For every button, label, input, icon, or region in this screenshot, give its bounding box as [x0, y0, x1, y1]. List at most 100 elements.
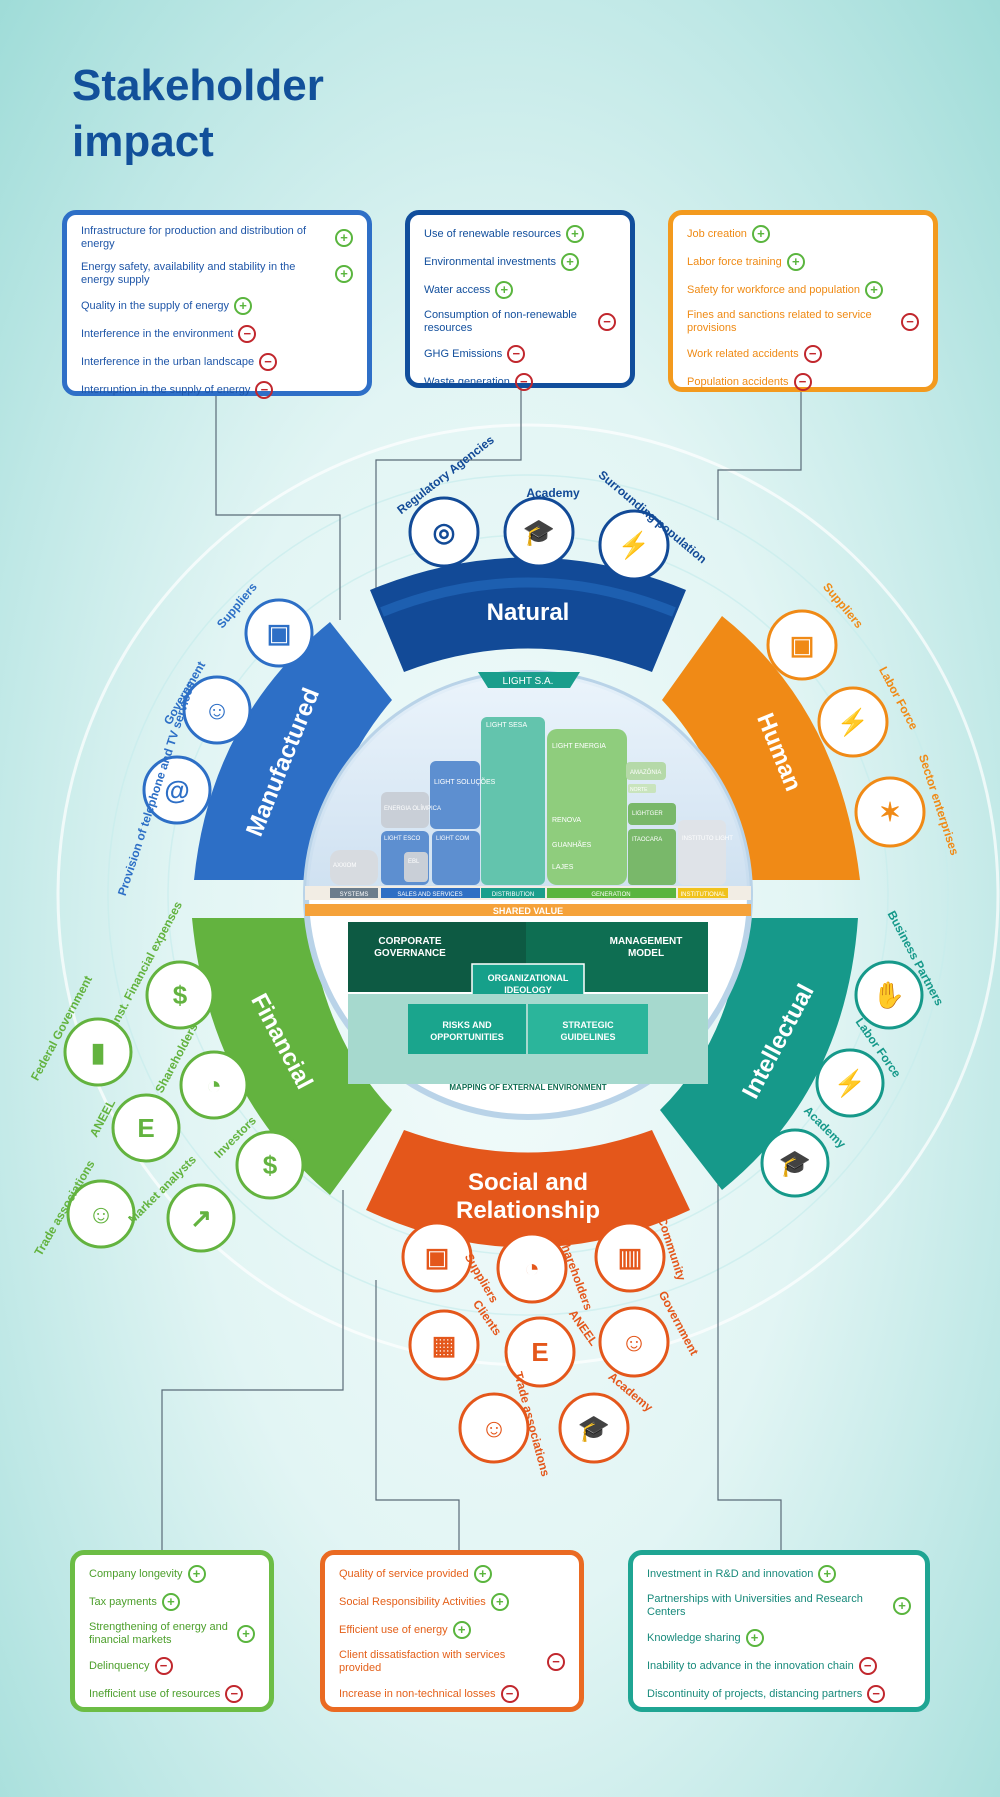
- plus-icon: +: [786, 253, 805, 271]
- business-partners-icon: [854, 960, 924, 1030]
- impact-item: Inability to advance in the innovation c…: [647, 1657, 911, 1675]
- block-itaocara: ITAOCARA: [632, 837, 662, 843]
- impact-item-text: Strengthening of energy and financial ma…: [89, 1621, 228, 1646]
- impact-item-text: Quality of service provided: [339, 1567, 469, 1580]
- social-label-line2: Relationship: [456, 1197, 600, 1224]
- svg-text:✋: ✋: [873, 980, 905, 1010]
- impact-item-text: Labor force training: [687, 255, 782, 268]
- block-lajes: LAJES: [552, 864, 574, 871]
- segment-institutional: INSTITUTIONAL: [680, 892, 726, 898]
- academy-icon: [558, 1392, 630, 1464]
- svg-text:🎓: 🎓: [523, 517, 555, 547]
- impact-item-text: Increase in non-technical losses: [339, 1687, 496, 1700]
- block-instituto-light: INSTITUTO LIGHT: [682, 836, 733, 842]
- impact-item: Safety for workforce and population+: [687, 281, 919, 299]
- sector-enterprises-icon: [854, 776, 926, 848]
- center-globe: LIGHT S.A. LIGHT SESA LIGHT ENERGIA AMAZ…: [303, 670, 753, 1120]
- plus-icon: +: [865, 281, 884, 299]
- block-light-solucoes: LIGHT SOLUÇÕES: [434, 777, 496, 786]
- svg-text:▣: ▣: [425, 1242, 450, 1272]
- impact-item-text: Client dissatisfaction with services pro…: [339, 1649, 506, 1674]
- risks-line2: OPPORTUNITIES: [430, 1032, 504, 1042]
- svg-text:↗: ↗: [190, 1203, 212, 1233]
- segment-distribution: DISTRIBUTION: [492, 892, 534, 898]
- mapping-label: MAPPING OF EXTERNAL ENVIRONMENT: [449, 1083, 606, 1092]
- impact-item-text: Water access: [424, 283, 491, 296]
- social-band: [366, 1130, 690, 1248]
- management-model-line1: MANAGEMENT: [610, 936, 683, 947]
- shared-value-label: SHARED VALUE: [493, 906, 563, 916]
- plus-icon: +: [565, 225, 584, 243]
- impact-item-text: Investment in R&D and innovation: [647, 1567, 814, 1580]
- impact-item-text: Fines and sanctions related to service p…: [687, 309, 872, 334]
- svg-text:$: $: [263, 1150, 278, 1180]
- impact-item: Quality of service provided +: [339, 1565, 565, 1583]
- government-icon: [182, 675, 252, 745]
- svg-text:▣: ▣: [267, 618, 292, 648]
- organizational-ideology-line2: IDEOLOGY: [504, 985, 552, 995]
- block-lightger: LIGHTGER: [632, 811, 663, 817]
- impact-item: Investment in R&D and innovation+: [647, 1565, 911, 1583]
- plus-icon: +: [161, 1593, 180, 1611]
- impact-item-text: Environmental investments: [424, 255, 557, 268]
- corporate-governance-line2: GOVERNANCE: [374, 948, 446, 959]
- impact-item-text: Energy safety, availability and stabilit…: [81, 261, 296, 286]
- impact-item-text: Interference in the environment: [81, 327, 234, 340]
- block-ebl: EBL: [408, 859, 420, 865]
- segment-sales: SALES AND SERVICES: [397, 892, 462, 898]
- minus-icon: −: [154, 1657, 173, 1675]
- minus-icon: −: [858, 1657, 877, 1675]
- block-renova: RENOVA: [552, 817, 581, 824]
- plus-icon: +: [495, 281, 514, 299]
- impact-item: Fines and sanctions related to service p…: [687, 309, 919, 335]
- corporate-governance-line1: CORPORATE: [378, 936, 441, 947]
- plus-icon: +: [745, 1629, 764, 1647]
- impact-item-text: Work related accidents: [687, 347, 799, 360]
- block-light-com: LIGHT COM: [436, 836, 469, 842]
- impact-item: Quality in the supply of energy+: [81, 297, 353, 315]
- svg-text:✶: ✶: [879, 797, 901, 827]
- clients-icon: [408, 1309, 480, 1381]
- minus-icon: −: [793, 373, 812, 391]
- page-title: Stakeholder impact: [72, 61, 324, 166]
- minus-icon: −: [901, 313, 919, 331]
- svg-text:▥: ▥: [618, 1242, 643, 1272]
- natural-label: Natural: [487, 599, 570, 626]
- manufactured-impact-box: Infrastructure for production and distri…: [62, 210, 372, 399]
- impact-item: Environmental investments+: [424, 253, 616, 271]
- capital-bands: [192, 557, 860, 1248]
- svg-text:☺: ☺: [204, 695, 231, 725]
- svg-text:☺: ☺: [481, 1413, 508, 1443]
- plus-icon: +: [452, 1621, 471, 1639]
- impact-item: GHG Emissions−: [424, 345, 616, 363]
- financial-expenses-icon: [145, 960, 215, 1030]
- impact-item: Work related accidents−: [687, 345, 919, 363]
- organizational-ideology-line1: ORGANIZATIONAL: [488, 973, 569, 983]
- impact-item: Energy safety, availability and stabilit…: [81, 261, 353, 287]
- minus-icon: −: [238, 325, 257, 343]
- shareholders-icon: [179, 1050, 249, 1120]
- impact-item-text: Inefficient use of resources: [89, 1687, 221, 1700]
- impact-item: Waste generation−: [424, 373, 616, 391]
- human-band: [662, 616, 860, 880]
- minus-icon: −: [547, 1653, 565, 1671]
- svg-text:▣: ▣: [790, 630, 815, 660]
- svg-text:🎓: 🎓: [578, 1413, 610, 1443]
- plus-icon: +: [237, 1625, 255, 1643]
- impact-item-text: Delinquency: [89, 1659, 150, 1672]
- impact-item-text: GHG Emissions: [424, 347, 503, 360]
- minus-icon: −: [500, 1685, 519, 1703]
- surrounding-population-icon: [598, 509, 670, 581]
- svg-text:☺: ☺: [88, 1199, 115, 1229]
- trade-associations-icon: [66, 1179, 136, 1249]
- impact-item: Water access +: [424, 281, 616, 299]
- impact-item: Use of renewable resources+: [424, 225, 616, 243]
- regulatory-agencies-icon: [408, 496, 480, 568]
- minus-icon: −: [225, 1685, 244, 1703]
- government-icon: [598, 1306, 670, 1378]
- impact-item: Interruption in the supply of energy−: [81, 381, 353, 399]
- plus-icon: +: [473, 1565, 492, 1583]
- impact-item-text: Inability to advance in the innovation c…: [647, 1659, 854, 1672]
- academy-icon: [503, 496, 575, 568]
